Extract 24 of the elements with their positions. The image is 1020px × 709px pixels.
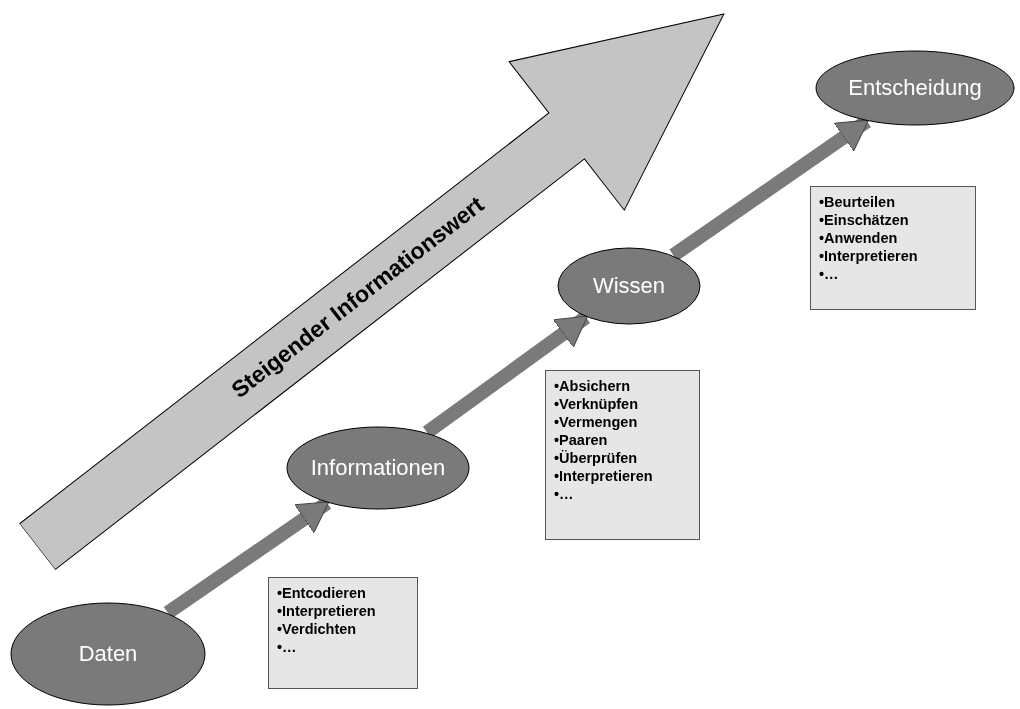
list-item: •Vermengen <box>554 413 639 431</box>
list-item: •Interpretieren <box>277 602 377 620</box>
stage-label: Entscheidung <box>848 75 982 101</box>
list-item: •Absichern <box>554 377 631 395</box>
list-item: •Verdichten <box>277 620 358 638</box>
list-item: •Beurteilen <box>819 193 896 211</box>
list-item: •… <box>554 485 575 503</box>
stage-label: Informationen <box>310 455 446 481</box>
activity-list-box <box>268 577 418 689</box>
list-item: •… <box>277 638 298 656</box>
stage-label: Wissen <box>592 273 666 299</box>
list-item: •Einschätzen <box>819 211 910 229</box>
activity-list-box <box>810 186 976 310</box>
activity-list-box <box>545 370 700 540</box>
list-item: •Anwenden <box>819 229 899 247</box>
arrow <box>163 497 332 619</box>
stage-label: Daten <box>78 641 138 667</box>
list-item: •Verknüpfen <box>554 395 640 413</box>
list-item: •Interpretieren <box>819 247 919 265</box>
list-item: •Paaren <box>554 431 609 449</box>
list-item: •… <box>819 265 840 283</box>
list-item: •Überprüfen <box>554 449 639 467</box>
list-item: •Entcodieren <box>277 584 367 602</box>
list-item: •Interpretieren <box>554 467 654 485</box>
